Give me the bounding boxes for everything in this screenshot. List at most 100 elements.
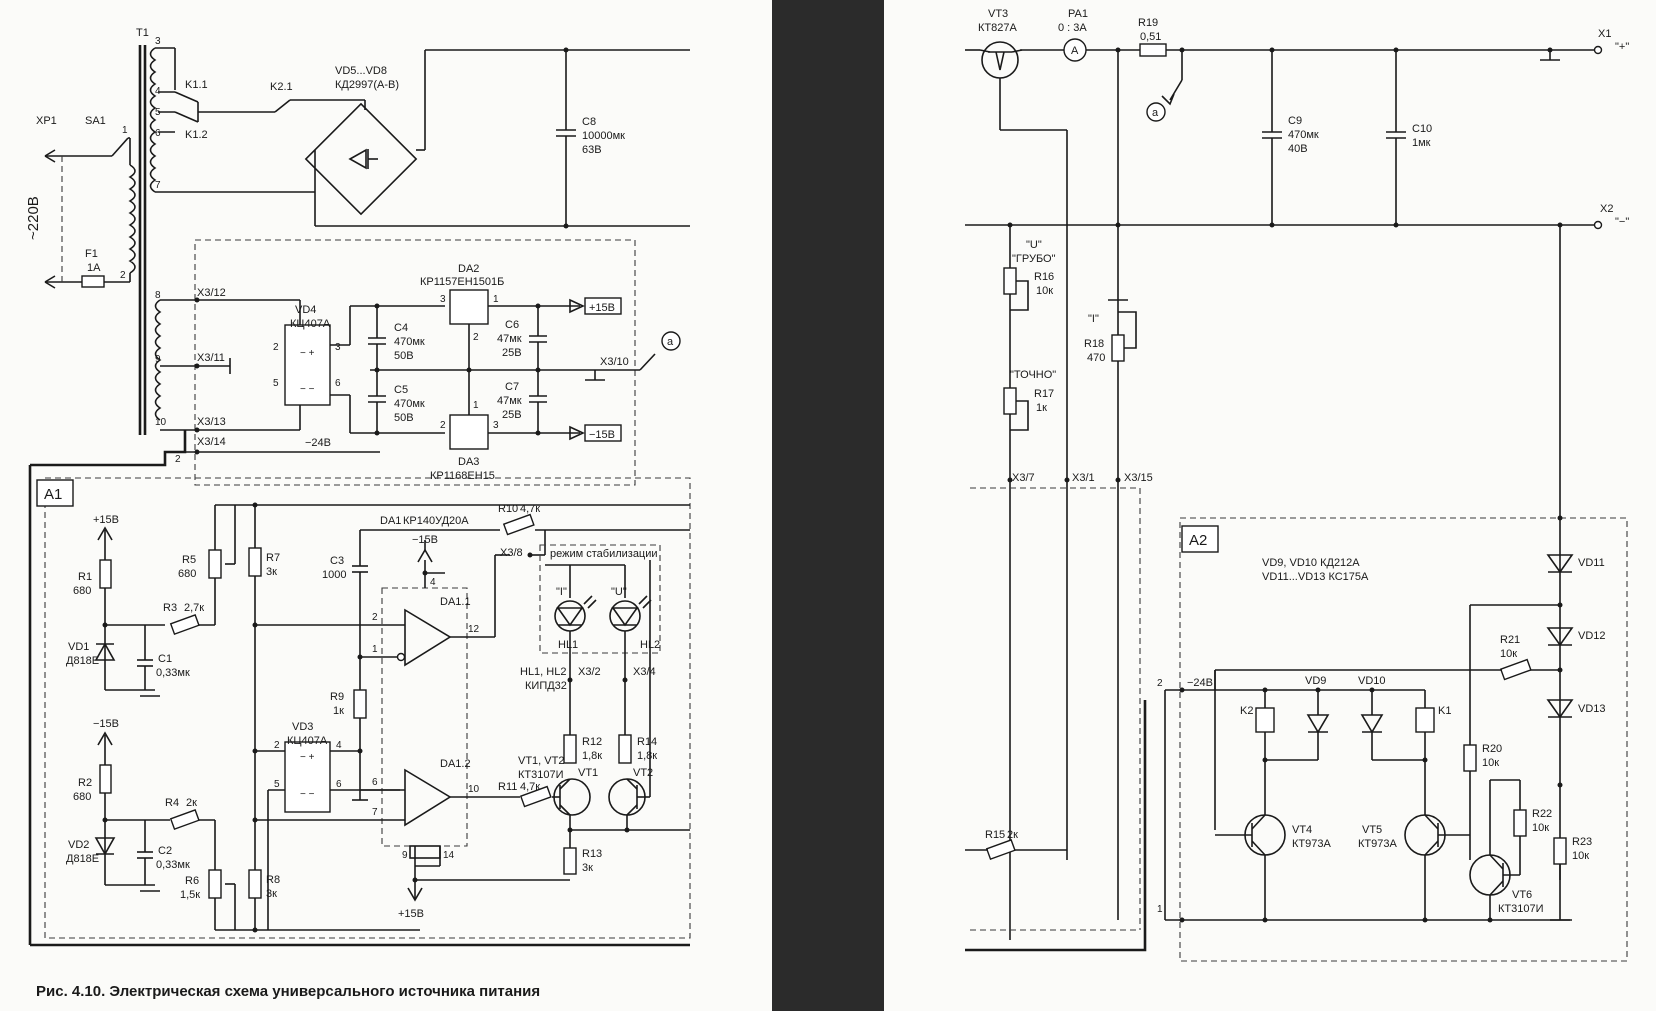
vd1-label: VD1 (68, 641, 89, 653)
r9-value: 1к (333, 705, 344, 717)
da1-1-label: DA1.1 (440, 596, 471, 608)
svg-text:2: 2 (273, 342, 279, 353)
r1-value: 680 (73, 585, 91, 597)
vt-note-1: VT1, VT2 (518, 755, 564, 767)
k1-1-label: K1.1 (185, 79, 208, 91)
c3-label: C3 (330, 555, 344, 567)
vt4-type: КТ973А (1292, 838, 1331, 850)
r18-label: R18 (1084, 338, 1104, 350)
vt1-label: VT1 (578, 767, 598, 779)
a1-label: A1 (44, 486, 62, 503)
r18-value: 470 (1087, 352, 1105, 364)
r6-value: 1,5к (180, 889, 200, 901)
k1-2-label: K1.2 (185, 129, 208, 141)
r15-value: 2к (1007, 829, 1018, 841)
r16-label: R16 (1034, 271, 1054, 283)
svg-text:1: 1 (122, 125, 128, 136)
r22-label: R22 (1532, 808, 1552, 820)
f1-label: F1 (85, 248, 98, 260)
r12-value: 1,8к (582, 750, 602, 762)
main-rectifier: VD5...VD8 КД2997(А-В) C8 10000мк 63В (304, 47, 690, 229)
r8-label: R8 (266, 874, 280, 886)
c4-label: C4 (394, 322, 408, 334)
x1-mark: "+" (1615, 41, 1629, 53)
svg-text:2: 2 (372, 612, 378, 623)
k1-label: K1 (1438, 705, 1451, 717)
c1-value: 0,33мк (156, 667, 190, 679)
r7-label: R7 (266, 552, 280, 564)
r20-value: 10к (1482, 757, 1499, 769)
c5-value: 470мк (394, 398, 425, 410)
vt5-label: VT5 (1362, 824, 1382, 836)
x3-7-label: X3/7 (1012, 472, 1035, 484)
a2-label: A2 (1189, 532, 1207, 549)
svg-text:7: 7 (155, 180, 161, 191)
plus15-out-label: +15В (589, 302, 615, 314)
x2-mark: "−" (1615, 216, 1629, 228)
r5-label: R5 (182, 554, 196, 566)
svg-text:2: 2 (120, 270, 126, 281)
minus24-label: −24В (305, 437, 331, 449)
svg-text:2: 2 (274, 740, 280, 751)
svg-text:6: 6 (335, 378, 341, 389)
svg-text:9: 9 (402, 850, 408, 861)
r19-label: R19 (1138, 17, 1158, 29)
r22-value: 10к (1532, 822, 1549, 834)
svg-text:− −: − − (300, 789, 315, 800)
da1-label: DA1 (380, 515, 401, 527)
r16-value: 10к (1036, 285, 1053, 297)
svg-text:8: 8 (155, 290, 161, 301)
r17-value: 1к (1036, 402, 1047, 414)
svg-text:− +: − + (300, 348, 315, 359)
pa1-label: PA1 (1068, 8, 1088, 20)
svg-text:− −: − − (300, 384, 315, 395)
hl-note-1: HL1, HL2 (520, 666, 566, 678)
x3-15-label: X3/15 (1124, 472, 1153, 484)
x3-14-label: X3/14 (197, 436, 226, 448)
vt3-type: КТ827А (978, 22, 1017, 34)
svg-text:2: 2 (440, 420, 446, 431)
r3-label: R3 (163, 602, 177, 614)
board-a2: A2 VD9, VD10 КД212А VD11...VD13 КС175А V… (1157, 225, 1628, 962)
r3-value: 2,7к (184, 602, 204, 614)
da3-label: DA3 (458, 456, 479, 468)
da2-label: DA2 (458, 263, 479, 275)
vt-note-2: КТ3107И (518, 769, 564, 781)
r4-label: R4 (165, 797, 179, 809)
da1-minus15-label: −15В (412, 534, 438, 546)
c6-voltage: 25В (502, 347, 522, 359)
x3-11-label: X3/11 (197, 352, 225, 364)
mains-input: XP1 SA1 1 2 F1 1А ~220В (25, 115, 136, 289)
da1-2-label: DA1.2 (440, 758, 471, 770)
svg-text:12: 12 (468, 624, 480, 635)
a2-pin2: 2 (1157, 678, 1163, 689)
svg-text:3: 3 (155, 36, 161, 47)
c6-label: C6 (505, 319, 519, 331)
hl1-mark: "I" (556, 586, 567, 598)
vd1-type: Д818Е (66, 655, 99, 667)
vt5-type: КТ973А (1358, 838, 1397, 850)
vd12-label: VD12 (1578, 630, 1606, 642)
c9-label: C9 (1288, 115, 1302, 127)
vt4-label: VT4 (1292, 824, 1312, 836)
c5-voltage: 50В (394, 412, 414, 424)
svg-text:6: 6 (336, 779, 342, 790)
svg-text:2: 2 (473, 332, 479, 343)
r23-value: 10к (1572, 850, 1589, 862)
vt6-type: КТ3107И (1498, 903, 1544, 915)
r11-value: 4,7к (520, 781, 540, 793)
c10-label: C10 (1412, 123, 1432, 135)
mains-voltage: ~220В (25, 196, 42, 240)
c4-voltage: 50В (394, 350, 414, 362)
vd4-type: КЦ407А (290, 318, 331, 330)
vd11-label: VD11 (1578, 557, 1605, 569)
a2-note-2: VD11...VD13 КС175А (1262, 571, 1369, 583)
sa1-label: SA1 (85, 115, 106, 127)
vd5-8-label: VD5...VD8 (335, 65, 387, 77)
r12-label: R12 (582, 736, 602, 748)
da1-plus15-label: +15В (398, 908, 424, 920)
c8-label: C8 (582, 116, 596, 128)
output-stage: VT3 КТ827А A PA1 0 : 3А R19 0,51 a X1 "+… (965, 8, 1629, 952)
r19-value: 0,51 (1140, 31, 1161, 43)
